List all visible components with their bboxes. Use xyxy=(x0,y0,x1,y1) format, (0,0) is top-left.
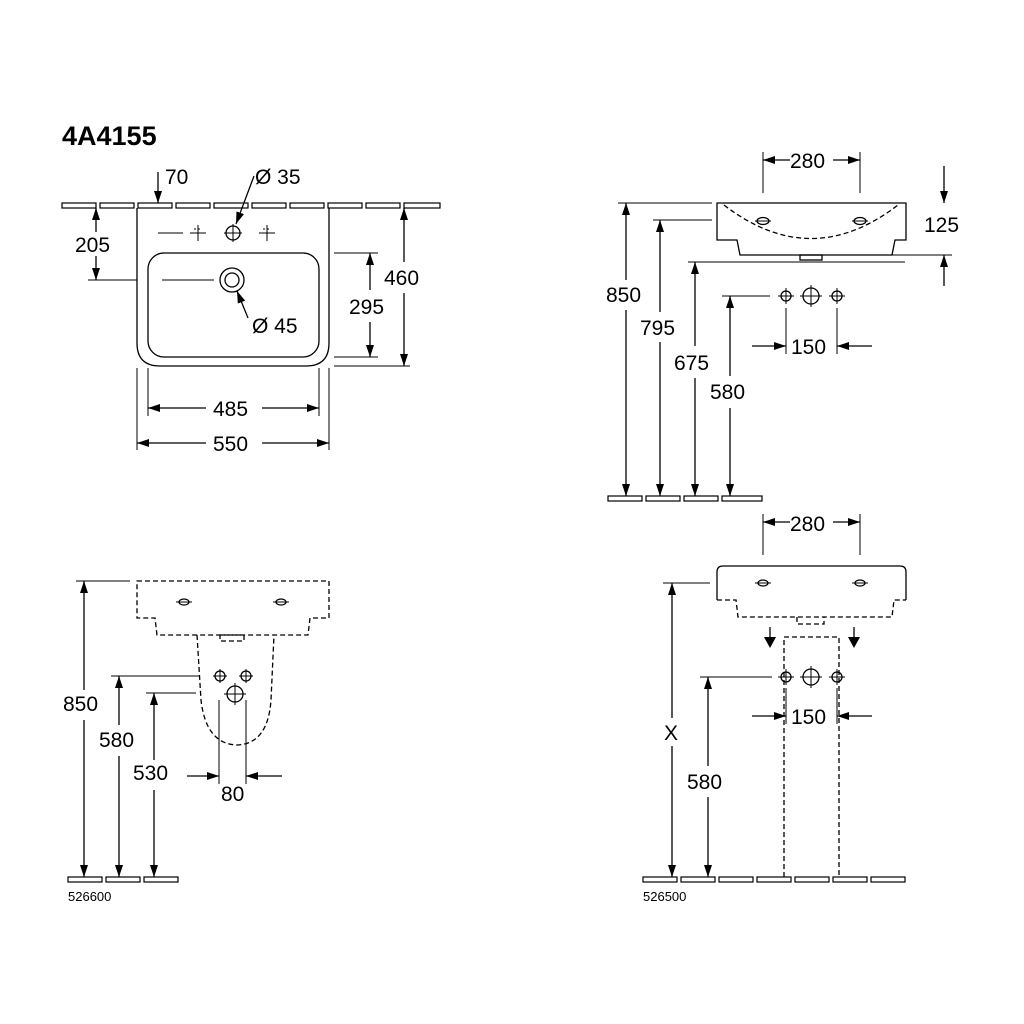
dim-280-pedestal: 280 xyxy=(790,513,825,536)
wall-mounted-elevation: 280 125 850 795 675 580 xyxy=(606,150,959,502)
floor-tiles xyxy=(67,876,179,883)
fixing-holes xyxy=(755,216,868,226)
floor-tiles xyxy=(607,495,763,502)
model-number: 4A4155 xyxy=(62,121,157,151)
dim-150-wall: 150 xyxy=(791,336,826,359)
dim-205: 205 xyxy=(75,234,110,257)
dim-795: 795 xyxy=(640,317,675,340)
dim-tap-hole-diameter: Ø 35 xyxy=(255,166,301,189)
dim-150-pedestal: 150 xyxy=(791,706,826,729)
basin-outer-outline xyxy=(136,208,330,367)
dim-125: 125 xyxy=(924,214,959,237)
wall-tiles xyxy=(61,202,441,209)
supply-connections xyxy=(778,285,845,307)
supply-connections xyxy=(778,666,845,688)
dim-580-pedestal: 580 xyxy=(687,771,722,794)
full-pedestal-view: 280 xyxy=(642,513,907,904)
dim-580-wall: 580 xyxy=(710,381,745,404)
fixing-holes xyxy=(176,598,289,606)
front-view: 70 Ø 35 205 Ø 45 295 460 485 5 xyxy=(61,166,441,456)
full-pedestal-code: 526500 xyxy=(643,889,686,904)
basin-elevation-outline xyxy=(716,202,907,256)
mounting-arrows xyxy=(764,627,860,648)
dim-overflow-diameter: Ø 45 xyxy=(252,315,298,338)
semi-pedestal-view: 850 580 530 80 526600 xyxy=(63,580,330,904)
dim-295: 295 xyxy=(349,296,384,319)
fixing-holes xyxy=(755,579,868,587)
dim-460: 460 xyxy=(384,267,419,290)
dim-580-semi: 580 xyxy=(99,729,134,752)
semi-pedestal-code: 526600 xyxy=(68,889,111,904)
semi-pedestal-outline xyxy=(196,634,275,746)
dim-530: 530 xyxy=(133,762,168,785)
optional-tap-hole-left xyxy=(190,225,206,241)
tap-holes xyxy=(190,224,275,242)
dim-280: 280 xyxy=(790,150,825,173)
overflow-hole xyxy=(219,267,245,293)
optional-tap-hole-right xyxy=(259,225,275,241)
basin-bowl-outline xyxy=(147,252,320,358)
floor-tiles xyxy=(642,876,906,883)
dim-80: 80 xyxy=(221,783,244,806)
dim-x: X xyxy=(664,722,678,745)
dim-70: 70 xyxy=(165,166,188,189)
dim-485: 485 xyxy=(213,398,248,421)
dim-550: 550 xyxy=(213,433,248,456)
supply-connections xyxy=(213,669,253,705)
dim-675: 675 xyxy=(674,352,709,375)
dim-850-wall: 850 xyxy=(606,284,641,307)
dim-850-semi: 850 xyxy=(63,693,98,716)
